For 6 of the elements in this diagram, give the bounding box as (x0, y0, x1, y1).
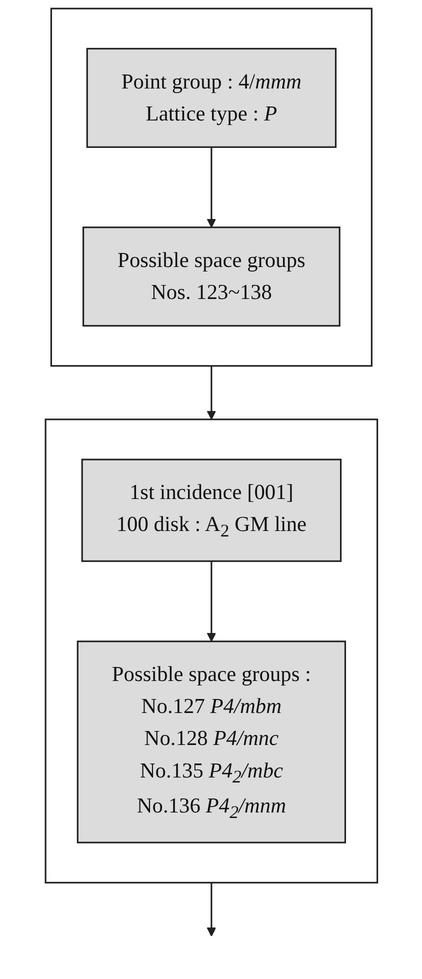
node-box: Point group : 4/mmm Lattice type : P (86, 48, 336, 148)
node-box: Possible space groups : No.127 P4/mbm No.128 P4/mnc No.135 P4$_{2}$/mbc No.136 P4$_{2}$/mnm (76, 640, 346, 844)
node-box: 1st incidence [001] 100 disk : A$_{2}$ GM line (80, 458, 342, 562)
cluster (44, 418, 378, 884)
node-box: Possible space groups Nos. 123~138 (82, 226, 340, 327)
cluster (50, 8, 372, 367)
